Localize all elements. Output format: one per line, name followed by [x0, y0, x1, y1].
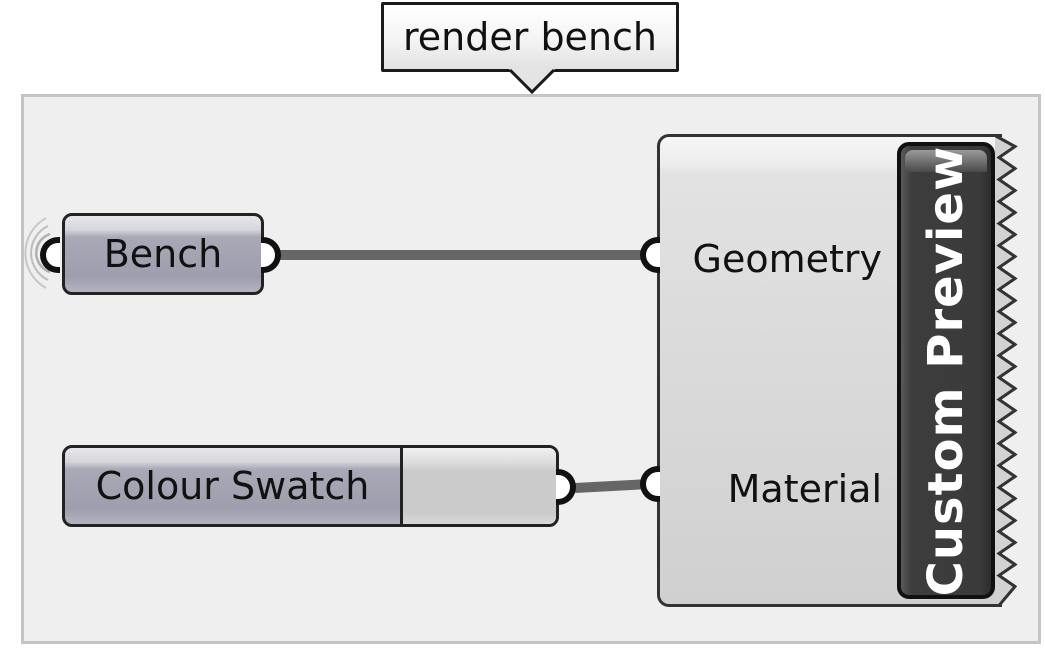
bench-label: Bench [103, 232, 223, 276]
group-label-text: render bench [402, 15, 657, 59]
component-name-tab[interactable]: Custom Preview [897, 142, 995, 599]
colour-swatch[interactable]: Colour Swatch [62, 445, 559, 527]
bench-parameter[interactable]: Bench [62, 213, 264, 295]
group-label-pointer [509, 69, 555, 95]
bench-input-grip[interactable] [40, 237, 60, 273]
input-geometry-label: Geometry [692, 237, 882, 281]
colour-swatch-label: Colour Swatch [95, 464, 370, 508]
component-zigzag-edge [995, 134, 1018, 607]
material-input-grip[interactable] [640, 466, 660, 502]
colour-swatch-label-area: Colour Swatch [65, 448, 403, 524]
colour-swatch-output-grip[interactable] [556, 469, 576, 505]
component-name: Custom Preview [918, 145, 974, 596]
input-material-label: Material [727, 467, 882, 511]
bench-output-grip[interactable] [261, 237, 281, 273]
wire-swatch-to-material [574, 479, 651, 493]
colour-swatch-color-box[interactable] [403, 448, 556, 524]
group-label[interactable]: render bench [381, 2, 679, 72]
geometry-input-grip[interactable] [640, 237, 660, 273]
